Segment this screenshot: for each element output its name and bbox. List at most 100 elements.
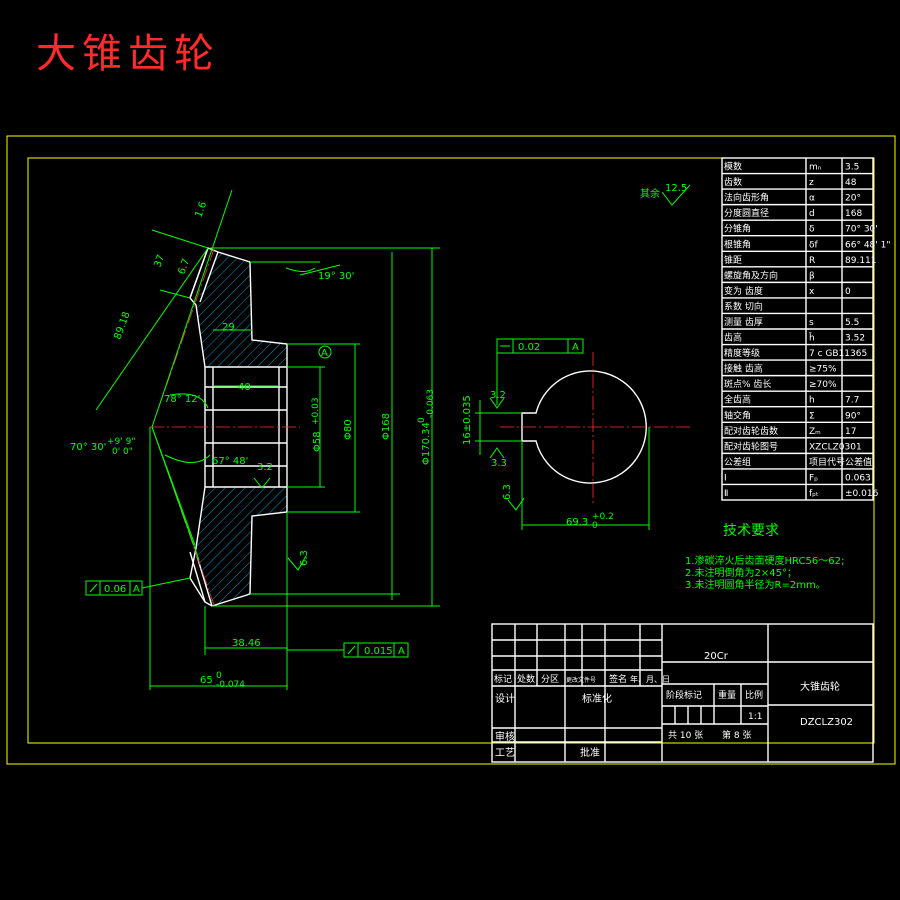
tb-col-change-doc: 更改文件号 xyxy=(566,676,596,684)
tb-row-check: 审核 xyxy=(495,730,515,743)
fcf-runout-value: 0.06 xyxy=(104,584,126,595)
dim-pitch-dia: Φ168 xyxy=(381,413,392,440)
ptable-cell: 变为 齿度 xyxy=(724,285,763,297)
tb-col-sign: 签名 xyxy=(609,673,627,685)
ptable-cell: 66° 48' 1" xyxy=(845,240,890,250)
fcf-face-ref: A xyxy=(398,646,405,657)
dim-overall-len: 65 xyxy=(200,675,213,686)
dim-overall-tol-upper: 0 xyxy=(216,671,222,681)
dim-tip-tol-lower: -0.063 xyxy=(426,389,436,418)
dim-rough-key-bot: 3.3 xyxy=(491,458,507,469)
ptable-cell: 法向齿形角 xyxy=(724,192,769,204)
fcf-face-value: 0.015 xyxy=(364,646,393,657)
roughness-note-label: 其余 xyxy=(640,187,660,200)
tb-col-zone: 分区 xyxy=(541,674,559,685)
ptable-cell: XZCLZ0301 xyxy=(809,442,862,452)
tb-row-process: 工艺 xyxy=(495,747,515,759)
ptable-cell: z xyxy=(809,178,814,188)
ptable-cell: 20° xyxy=(845,194,861,204)
dim-bore-dia: Φ58 xyxy=(312,431,323,452)
ptable-cell: Σ xyxy=(809,411,815,421)
ptable-cell: δ xyxy=(809,225,815,235)
ptable-cell: 系数 切向 xyxy=(724,300,763,312)
ptable-cell: Zₘ xyxy=(809,427,821,437)
ptable-cell: 0.063 xyxy=(845,473,871,483)
ptable-cell: 0 xyxy=(845,287,851,297)
tb-row-standard: 标准化 xyxy=(582,692,612,705)
ptable-cell: 锥距 xyxy=(724,254,742,266)
dim-rough-side: 6.3 xyxy=(502,484,513,500)
technical-requirements: 技术要求 1.渗碳淬火后齿面硬度HRC56～62; 2.未注明倒角为2×45°；… xyxy=(685,523,844,591)
tech-req-item-2: 2.未注明倒角为2×45°； xyxy=(685,566,797,579)
tb-row-design: 设计 xyxy=(495,692,515,705)
ptable-cell: 3.52 xyxy=(845,334,865,344)
roughness-note: 其余 12.5 xyxy=(640,183,691,206)
outer-frame xyxy=(6,135,896,765)
ptable-cell: 项目代号 xyxy=(809,457,845,468)
bore-keyway-outline xyxy=(521,370,647,484)
tb-weight-label: 重量 xyxy=(718,689,736,701)
ptable-cell: 7.7 xyxy=(845,396,859,406)
ptable-cell: δf xyxy=(809,240,819,250)
ptable-cell: α xyxy=(809,194,815,204)
ptable-cell: h xyxy=(809,396,815,406)
ptable-cell: 17 xyxy=(845,427,856,437)
tb-row-approve: 批准 xyxy=(580,746,600,759)
ptable-cell: mₙ xyxy=(809,163,822,173)
ptable-cell: Ⅱ xyxy=(724,489,728,499)
ptable-cell: s xyxy=(809,318,814,328)
section-hatch-upper xyxy=(196,252,287,367)
ptable-cell: 3.5 xyxy=(845,163,859,173)
dim-fillet: 3.2 xyxy=(257,462,273,473)
title-block: 标记 处数 分区 更改文件号 签名 年、月、日 设计 标准化 审核 工艺 批准 … xyxy=(491,623,874,763)
dim-key-depth-tol-upper: +0.2 xyxy=(592,512,614,522)
tb-part-name: 大锥齿轮 xyxy=(800,680,840,693)
dim-key-depth-tol-lower: 0 xyxy=(592,521,598,531)
ptable-cell: β xyxy=(809,271,815,281)
ptable-cell: 齿数 xyxy=(724,176,742,188)
tech-req-heading: 技术要求 xyxy=(723,523,779,539)
ptable-cell: 轴交角 xyxy=(724,409,751,421)
ptable-cell: 5.5 xyxy=(845,318,859,328)
inner-frame xyxy=(27,157,875,744)
ptable-cell: 配对齿轮齿数 xyxy=(724,425,778,437)
dim-slant-b: 37 xyxy=(152,253,167,269)
ptable-cell: fₚₜ xyxy=(809,489,819,499)
ptable-cell: Fₚ xyxy=(809,473,818,483)
dim-rough-back: 6.3 xyxy=(299,550,310,566)
dim-slant-a: 1.6 xyxy=(193,200,209,219)
dim-hub-dia: Φ80 xyxy=(343,419,354,440)
dim-angle-tip: 78° 12' xyxy=(164,394,200,405)
tb-sheet-no: 第 8 张 xyxy=(722,729,751,741)
tb-col-date: 年、月、日 xyxy=(630,674,670,684)
tb-scale-value: 1:1 xyxy=(748,712,762,722)
dim-slant-c: 6.7 xyxy=(176,257,192,276)
ptable-cell: 7 c GB11365 xyxy=(809,349,867,359)
gear-section-view: 1.6 37 6.7 89.18 19° 30' 29 40 78° 12' 7… xyxy=(70,189,440,690)
ptable-cell: 全齿高 xyxy=(724,394,751,406)
tb-col-mark: 标记 xyxy=(494,673,512,685)
dim-bore-length: 40 xyxy=(238,382,251,393)
ptable-cell: 89.111 xyxy=(845,256,877,266)
ptable-cell: R xyxy=(809,256,815,266)
dim-mount-dist: 38.46 xyxy=(232,638,261,649)
ptable-cell: 齿高 xyxy=(724,332,742,344)
dim-slant-long: 89.18 xyxy=(112,310,132,341)
datum-mark-a: A xyxy=(321,348,328,359)
tb-scale-label: 比例 xyxy=(745,689,763,701)
ptable-cell: ±0.016 xyxy=(845,489,879,499)
dim-back-angle: 67° 48' xyxy=(212,456,248,467)
ptable-cell: 精度等级 xyxy=(724,347,760,359)
page-title: 大锥齿轮 xyxy=(36,31,220,77)
ptable-cell: 螺旋角及方向 xyxy=(724,269,778,281)
dim-key-depth: 69.3 xyxy=(566,517,588,528)
tech-req-item-1: 1.渗碳淬火后齿面硬度HRC56～62; xyxy=(685,554,844,567)
dim-tip-dia: Φ170.34 xyxy=(421,422,432,465)
tb-drawing-no: DZCLZ302 xyxy=(800,717,853,728)
ptable-cell: 配对齿轮图号 xyxy=(724,440,778,452)
section-hatch-lower xyxy=(196,487,287,606)
tb-stage-label: 阶段标记 xyxy=(666,689,702,701)
ptable-cell: Ⅰ xyxy=(724,473,727,483)
ptable-cell: 斑点% 齿长 xyxy=(724,378,771,390)
